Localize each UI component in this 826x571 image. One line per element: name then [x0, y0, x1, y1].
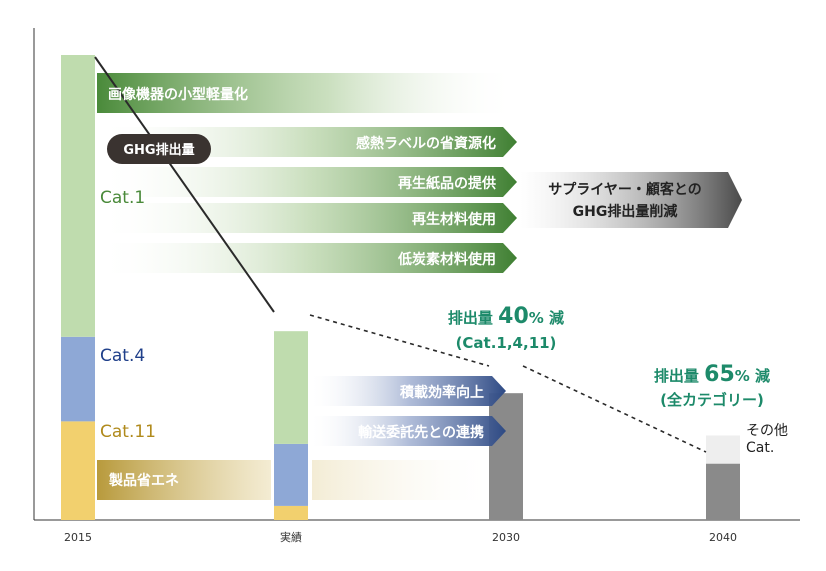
target-value: 40: [498, 304, 529, 329]
arrow-label: 輸送委託先との連携: [358, 424, 484, 441]
arrow-label: 積載効率向上: [399, 384, 484, 401]
arrow-cat4-measure-1: [312, 376, 506, 406]
target-2040-headline: 排出量 65% 減: [654, 362, 770, 387]
ghg-badge: [107, 134, 211, 164]
segment-label-other: その他: [746, 423, 788, 439]
x-tick-label: 2015: [64, 531, 92, 544]
arrow-cat1-measure-3: [97, 167, 517, 197]
target-suffix: 減: [549, 309, 564, 327]
target-value: 65: [704, 362, 735, 387]
arrow-label: 画像機器の小型軽量化: [108, 86, 248, 103]
bar-segment-cat1-1: [274, 331, 308, 444]
trend-line-to-2030: [309, 314, 490, 367]
bar-segment-cat4-1: [274, 443, 308, 506]
bar-segment-other-3: [706, 435, 740, 464]
bar-segment-cat1-0: [61, 55, 95, 337]
measures-arrows-layer: [97, 73, 742, 500]
arrow-label: 感熱ラベルの省資源化: [356, 135, 496, 152]
arrow-label: 再生紙品の提供: [398, 175, 496, 192]
target-suffix: 減: [755, 367, 770, 385]
target-2030-headline: 排出量 40% 減: [448, 304, 564, 329]
bars-layer: [61, 55, 740, 520]
trend-line-to-2040: [522, 365, 707, 453]
x-tick-label: 2040: [709, 531, 737, 544]
ghg-badge-label: GHG排出量: [123, 142, 194, 158]
bar-segment-cat11-0: [61, 421, 95, 520]
arrow-cat4-measure-2: [312, 416, 506, 446]
arrow-label: 製品省エネ: [108, 472, 179, 489]
arrow-label: サプライヤー・顧客との: [548, 181, 701, 198]
arrow-cat1-measure-1: [97, 73, 517, 113]
target-prefix: 排出量: [654, 367, 704, 385]
ghg-trend-line: [94, 56, 275, 313]
bar-segment-target-2: [489, 393, 523, 520]
bar-segment-cat11-1: [274, 505, 308, 520]
target-2040-scope: (全カテゴリー): [660, 391, 764, 409]
target-unit: %: [735, 367, 755, 385]
bar-segment-cat4-0: [61, 336, 95, 422]
x-tick-label: 2030: [492, 531, 520, 544]
target-2030-scope: (Cat.1,4,11): [456, 334, 557, 352]
arrow-supplier-customer: [520, 172, 742, 228]
target-unit: %: [529, 309, 549, 327]
arrow-cat1-measure-5: [97, 243, 517, 273]
x-tick-label: 実績: [280, 530, 302, 544]
trend-lines-layer: [94, 56, 707, 453]
arrow-cat11-continuation: [312, 460, 488, 500]
segment-label-cat4: Cat.4: [100, 346, 145, 366]
arrow-label: GHG排出量削減: [573, 203, 678, 220]
labels-layer: 2015 実績 2030 2040 画像機器の小型軽量化感熱ラベルの省資源化再生紙品の提…: [64, 86, 788, 544]
arrow-label: 低炭素材料使用: [397, 251, 496, 268]
bar-segment-target-3: [706, 463, 740, 520]
segment-label-cat11: Cat.11: [100, 422, 156, 442]
arrow-cat11-measure-1: [97, 460, 271, 500]
segment-label-other: Cat.: [746, 440, 774, 456]
arrow-label: 再生材料使用: [412, 211, 496, 228]
target-prefix: 排出量: [448, 309, 498, 327]
segment-label-cat1: Cat.1: [100, 188, 145, 208]
